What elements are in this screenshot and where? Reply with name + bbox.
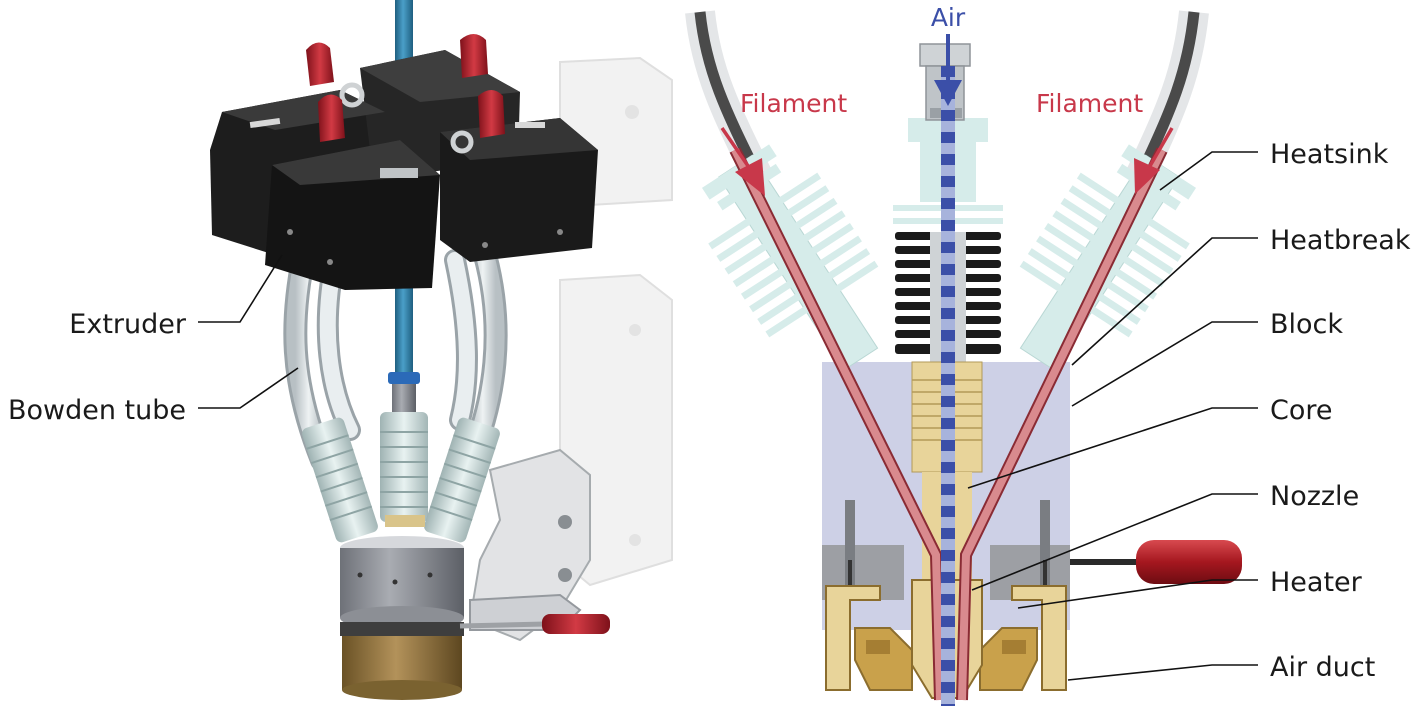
label-core: Core xyxy=(1270,395,1333,426)
right-leaders xyxy=(967,151,1258,681)
label-nozzle: Nozzle xyxy=(1270,481,1359,512)
air-duct xyxy=(825,585,1067,691)
heater-cartridge xyxy=(459,614,610,634)
bowden-tube-leader xyxy=(198,367,299,409)
tube-coupler xyxy=(388,372,420,414)
extruder-body xyxy=(210,50,598,290)
cross-section xyxy=(685,10,1242,706)
label-air-duct: Air duct xyxy=(1270,652,1375,683)
air-channel xyxy=(941,66,955,706)
hotend-render xyxy=(210,0,673,700)
air-arrow xyxy=(934,34,962,106)
label-heatsink: Heatsink xyxy=(1270,139,1389,170)
label-heatbreak: Heatbreak xyxy=(1270,225,1411,256)
label-heater: Heater xyxy=(1270,567,1363,598)
extruder-levers xyxy=(306,34,505,142)
extruder-leader xyxy=(198,254,283,323)
label-filament-right: Filament xyxy=(1036,89,1143,118)
filament-arrow-right xyxy=(1134,127,1174,194)
heatsink-right xyxy=(1019,144,1197,371)
label-extruder: Extruder xyxy=(69,309,187,340)
heater-assembly xyxy=(822,500,1070,600)
label-bowden-tube: Bowden tube xyxy=(8,395,186,426)
heatsink-left xyxy=(701,144,879,371)
label-air: Air xyxy=(931,3,966,32)
filament-arrow-left xyxy=(720,127,765,196)
label-block: Block xyxy=(1270,309,1343,340)
heatsink-stacks xyxy=(302,412,500,543)
heater-cartridge-section xyxy=(1070,540,1242,584)
block-and-duct xyxy=(340,536,464,700)
filament-paths xyxy=(729,147,1168,701)
label-filament-left: Filament xyxy=(740,89,847,118)
